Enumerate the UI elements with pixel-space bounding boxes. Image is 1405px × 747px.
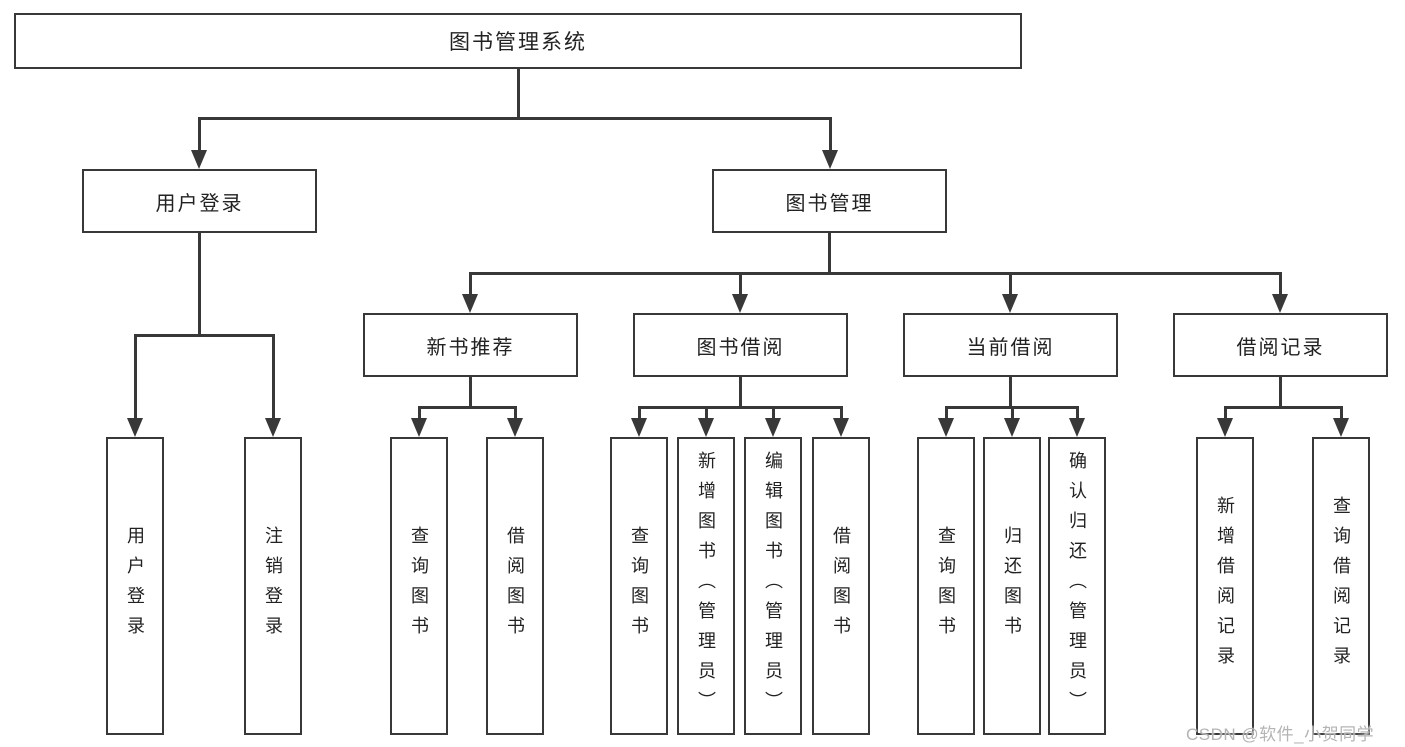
arrowhead-down [1272,294,1288,313]
leaf-confirm-return-admin: 确认归还（管理员） [1048,437,1106,735]
leaf-return-book: 归还图书 [983,437,1041,735]
leaf-user-login: 用户登录 [106,437,164,735]
connector-vline [198,233,201,335]
connector-vline [828,233,831,274]
arrowhead-down [411,418,427,437]
arrowhead-down [1004,418,1020,437]
arrowhead-down [462,294,478,313]
leaf-label: 确认归还（管理员） [1067,451,1087,721]
leaf-label: 新增借阅记录 [1215,496,1235,676]
node-borrowing-records: 借阅记录 [1173,313,1388,377]
connector-vline [1009,272,1012,296]
node-user-login: 用户登录 [82,169,317,233]
leaf-label: 查询图书 [936,526,956,646]
leaf-label: 注销登录 [263,526,283,646]
connector-vline [840,406,843,420]
leaf-add-book-admin: 新增图书（管理员） [677,437,735,735]
watermark: CSDN @软件_小贺同学 [1186,725,1375,744]
connector-vline [469,272,472,296]
arrowhead-down [631,418,647,437]
arrowhead-down [127,418,143,437]
arrowhead-down [265,418,281,437]
leaf-query-borrow-record: 查询借阅记录 [1312,437,1370,735]
leaf-query-books-current: 查询图书 [917,437,975,735]
leaf-query-books-recommend: 查询图书 [390,437,448,735]
connector-vline [1076,406,1079,420]
connector-vline [134,334,137,420]
leaf-label: 编辑图书（管理员） [763,451,783,721]
connector-vline [272,334,275,420]
connector-vline [514,406,517,420]
leaf-label: 归还图书 [1002,526,1022,646]
leaf-add-borrow-record: 新增借阅记录 [1196,437,1254,735]
connector-vline [517,68,520,118]
leaf-label: 查询借阅记录 [1331,496,1351,676]
leaf-query-books-borrowing: 查询图书 [610,437,668,735]
arrowhead-down [833,418,849,437]
connector-vline [739,377,742,408]
connector-vline [418,406,421,420]
leaf-label: 借阅图书 [831,526,851,646]
connector-vline [469,377,472,408]
leaf-label: 查询图书 [629,526,649,646]
connector-vline [1009,377,1012,408]
leaf-borrow-books: 借阅图书 [812,437,870,735]
node-book-management: 图书管理 [712,169,947,233]
arrowhead-down [1002,294,1018,313]
connector-vline [1279,377,1282,408]
connector-hline [1224,406,1342,409]
connector-hline [418,406,516,409]
node-library-system: 图书管理系统 [14,13,1022,69]
arrowhead-down [765,418,781,437]
arrowhead-down [698,418,714,437]
arrowhead-down [822,150,838,169]
connector-vline [1340,406,1343,420]
arrowhead-down [732,294,748,313]
node-current-borrowing: 当前借阅 [903,313,1118,377]
connector-vline [945,406,948,420]
connector-hline [638,406,842,409]
node-new-book-recommend: 新书推荐 [363,313,578,377]
connector-vline [1011,406,1014,420]
leaf-label: 借阅图书 [505,526,525,646]
arrowhead-down [1217,418,1233,437]
connector-vline [829,117,832,152]
connector-vline [638,406,641,420]
connector-vline [772,406,775,420]
arrowhead-down [507,418,523,437]
connector-hline [134,334,274,337]
arrowhead-down [191,150,207,169]
leaf-label: 新增图书（管理员） [696,451,716,721]
node-book-borrowing: 图书借阅 [633,313,848,377]
arrowhead-down [1069,418,1085,437]
leaf-edit-book-admin: 编辑图书（管理员） [744,437,802,735]
arrowhead-down [938,418,954,437]
leaf-label: 查询图书 [409,526,429,646]
connector-hline [469,272,1281,275]
leaf-label: 用户登录 [125,526,145,646]
arrowhead-down [1333,418,1349,437]
connector-vline [705,406,708,420]
leaf-borrow-books-recommend: 借阅图书 [486,437,544,735]
leaf-logout: 注销登录 [244,437,302,735]
connector-hline [199,117,831,120]
connector-vline [1224,406,1227,420]
connector-vline [1279,272,1282,296]
connector-vline [198,117,201,152]
connector-vline [739,272,742,296]
